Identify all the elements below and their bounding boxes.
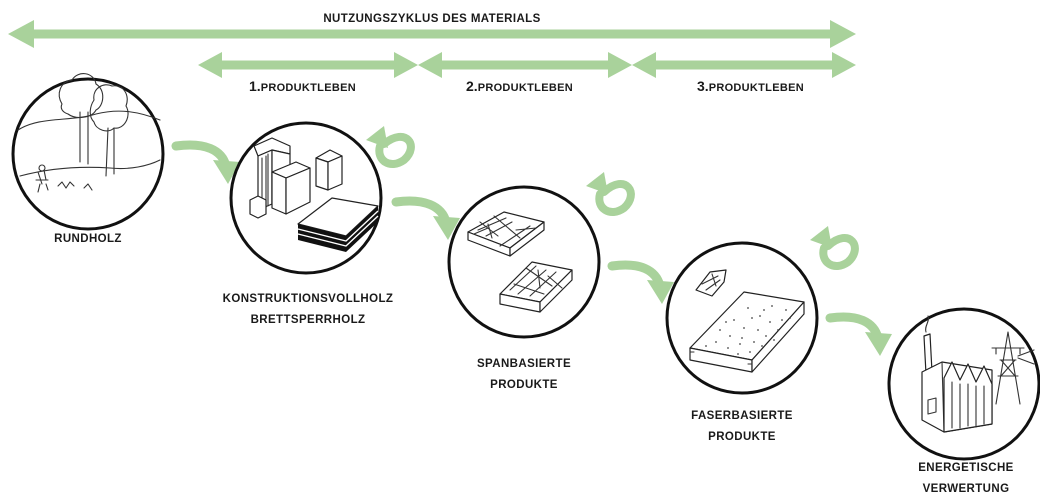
fiber-board-icon (689, 269, 805, 373)
product-life-arrow-2 (418, 52, 632, 78)
reuse-loop-arrow-3 (810, 226, 859, 270)
product-life-arrow-3 (632, 52, 856, 78)
cycle-title: NUTZUNGSZYKLUS DES MATERIALS (323, 13, 540, 25)
power-plant-icon (921, 315, 1035, 433)
flow-arrow-4 (825, 312, 892, 356)
stage-label-energie-1: ENERGETISCHE (918, 462, 1014, 474)
stage-energie: ENERGETISCHE VERWERTUNG (887, 307, 1040, 495)
stage-faser: FASERBASIERTE PRODUKTE (665, 241, 819, 443)
product-life-label-2: 2.PRODUKTLEBEN (466, 78, 573, 94)
product-life-label-1: 1.PRODUKTLEBEN (249, 78, 356, 94)
stage-label-kvh-1: KONSTRUKTIONSVOLLHOLZ (223, 293, 394, 305)
stage-label-kvh-2: BRETTSPERRHOLZ (251, 314, 366, 326)
product-life-label-3: 3.PRODUKTLEBEN (697, 78, 804, 94)
timber-beams-icon (249, 137, 379, 252)
flow-arrow-1 (171, 140, 240, 184)
reuse-loop-arrow-1 (366, 126, 415, 168)
stage-label-span-2: PRODUKTE (490, 379, 558, 391)
flow-arrow-3 (607, 260, 674, 304)
stage-label-rundholz: RUNDHOLZ (54, 233, 122, 245)
stage-label-energie-2: VERWERTUNG (923, 483, 1010, 495)
particle-board-icon (467, 211, 573, 313)
reuse-loop-arrow-2 (586, 172, 635, 216)
trees-icon (17, 73, 161, 193)
stage-span: SPANBASIERTE PRODUKTE (447, 185, 601, 391)
stage-kvh: KONSTRUKTIONSVOLLHOLZ BRETTSPERRHOLZ (223, 121, 394, 326)
usage-cycle-arrow (8, 20, 856, 48)
stage-rundholz: RUNDHOLZ (11, 73, 165, 245)
stage-label-faser-2: PRODUKTE (708, 431, 776, 443)
product-life-arrow-1 (198, 52, 418, 78)
stage-label-span-1: SPANBASIERTE (477, 358, 571, 370)
stage-label-faser-1: FASERBASIERTE (691, 410, 793, 422)
flow-arrow-2 (391, 196, 460, 240)
